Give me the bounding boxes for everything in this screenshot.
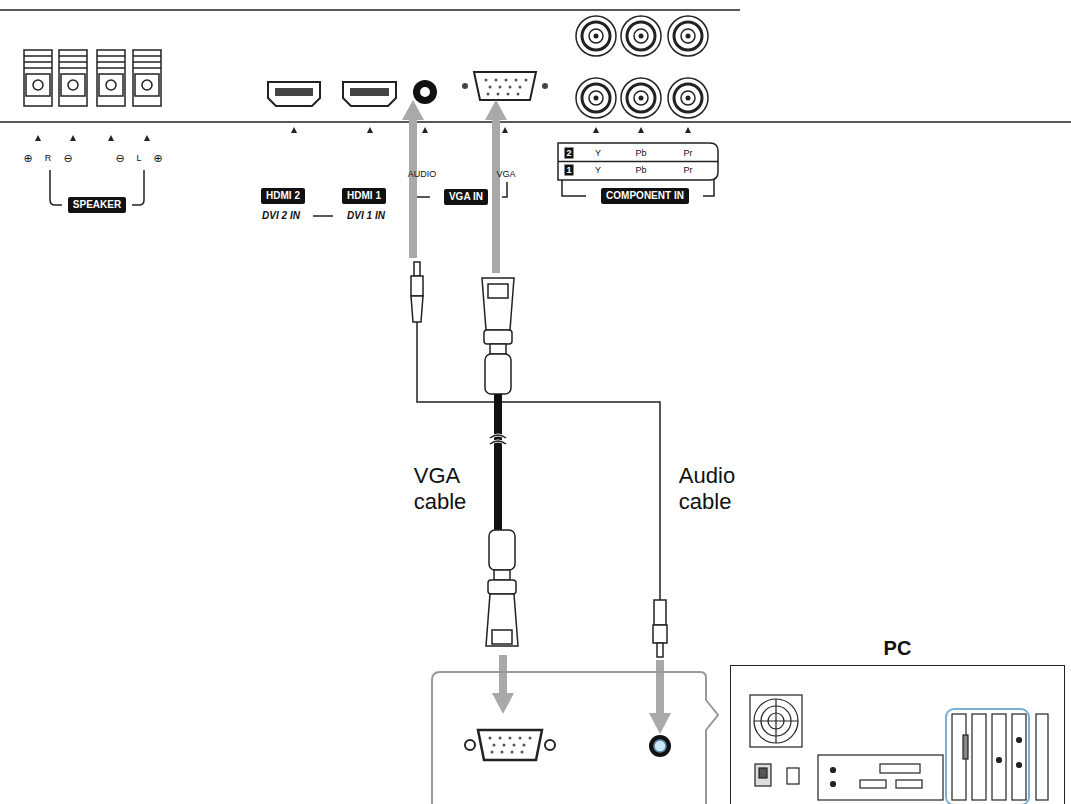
connector-label: VGA IN	[449, 191, 483, 203]
pc-case: PC	[730, 665, 1065, 804]
port-tag: VGA IN	[444, 189, 488, 205]
port-tag: HDMI 1	[342, 188, 386, 204]
speaker-tag: SPEAKER	[68, 197, 126, 213]
vga-cable	[482, 278, 518, 646]
port-label: VGA	[496, 169, 515, 180]
port-tag: COMPONENT IN	[601, 188, 689, 204]
signal-name: Y	[595, 148, 601, 159]
connector-label: COMPONENT IN	[606, 190, 684, 202]
tv-panel	[0, 10, 1071, 122]
connector-label: HDMI 2	[266, 190, 300, 202]
input-number: 1	[564, 165, 573, 176]
port-tag: HDMI 2	[261, 188, 305, 204]
port-label: DVI 2 IN	[262, 210, 300, 222]
port-label: DVI 1 IN	[347, 210, 385, 222]
connector-label: SPEAKER	[73, 199, 121, 211]
pc-illustration	[750, 695, 1048, 804]
channel-letter: L	[136, 153, 141, 164]
component-jacks	[558, 16, 718, 196]
audio-cable	[411, 262, 667, 657]
polarity-mark: ⊕	[23, 152, 32, 165]
polarity-mark: ⊖	[115, 152, 124, 165]
signal-name: Y	[595, 165, 601, 176]
cable-label: Audio cable	[679, 463, 735, 515]
signal-name: Pb	[635, 148, 646, 159]
speaker-terminals	[24, 50, 161, 205]
input-number: 2	[564, 148, 573, 159]
polarity-mark: ⊕	[153, 152, 162, 165]
connector-label: HDMI 1	[347, 190, 381, 202]
channel-letter: R	[45, 153, 52, 164]
signal-name: Pr	[684, 165, 693, 176]
polarity-mark: ⊖	[63, 152, 72, 165]
signal-name: Pr	[684, 148, 693, 159]
device-heading: PC	[731, 636, 1064, 660]
pc-port-inset	[432, 672, 718, 804]
port-label: AUDIO	[408, 169, 437, 180]
cable-label: VGA cable	[414, 463, 467, 515]
signal-name: Pb	[635, 165, 646, 176]
